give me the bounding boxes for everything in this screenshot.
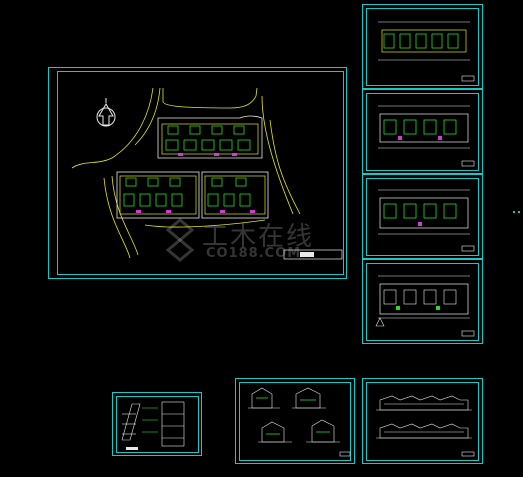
elevations-long-inner-frame [366, 382, 479, 461]
site-building-southeast [201, 171, 269, 219]
elevations-small-sheet[interactable] [235, 378, 355, 464]
site-plan-sheet[interactable] [48, 67, 347, 279]
floor-plan-2-inner-frame [366, 93, 479, 171]
site-roads [71, 87, 301, 259]
site-plan-inner-frame [57, 71, 344, 275]
site-plan-title-block [283, 249, 343, 260]
section-detail-inner-frame [116, 396, 199, 453]
elevations-small-title-block [339, 451, 351, 457]
floor-plan-sheet-2[interactable] [362, 89, 483, 174]
floor-plan-1-inner-frame [366, 8, 479, 86]
section-detail-sheet[interactable] [112, 392, 202, 456]
watermark-logo-icon [165, 218, 195, 262]
floor-plan-3-drawing [378, 189, 475, 252]
floor-plan-2-drawing [378, 105, 475, 167]
elevations-small-drawing [248, 387, 340, 443]
elevations-small-accents [256, 397, 330, 435]
elevations-long-title-block [461, 451, 475, 457]
floor-plan-3-inner-frame [366, 178, 479, 256]
watermark-text-cn: 工木在线 [202, 222, 315, 252]
site-building-north [157, 115, 263, 159]
floor-plan-4-drawing [375, 275, 475, 337]
floor-plan-sheet-4[interactable] [362, 259, 483, 344]
watermark: 工木在线 CO188.COM [158, 216, 358, 266]
floor-plan-sheet-3[interactable] [362, 174, 483, 259]
edge-markers [513, 211, 520, 213]
section-detail-drawing [121, 401, 185, 450]
floor-plan-sheet-1[interactable] [362, 4, 483, 89]
site-building-southwest [116, 171, 200, 219]
north-arrow-icon [96, 98, 116, 127]
elevations-small-inner-frame [239, 382, 351, 461]
floor-plan-4-inner-frame [366, 263, 479, 341]
elevations-long-sheet[interactable] [362, 378, 483, 464]
watermark-text-en: CO188.COM [206, 246, 302, 261]
elevations-long-drawing [376, 395, 472, 439]
floor-plan-1-drawing [378, 21, 475, 82]
